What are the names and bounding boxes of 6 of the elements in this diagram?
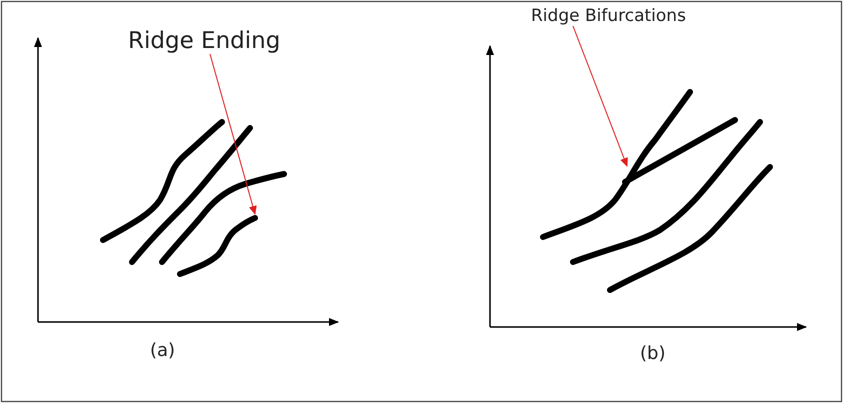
- panel-label: (b): [640, 343, 666, 364]
- callout-label: Ridge Bifurcations: [531, 6, 686, 26]
- leader-line: [210, 54, 257, 215]
- leader-line: [572, 26, 628, 167]
- callout-label: Ridge Ending: [128, 28, 280, 54]
- panel-label: (a): [150, 340, 176, 361]
